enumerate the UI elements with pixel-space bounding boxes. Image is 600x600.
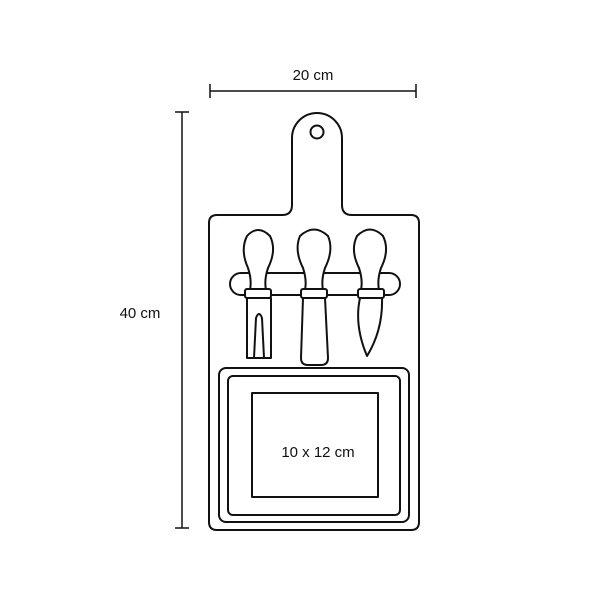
slate-inner-frame xyxy=(227,375,401,516)
board-outline xyxy=(208,112,420,531)
spear-knife xyxy=(353,228,387,357)
spear-knife-collar xyxy=(357,288,385,299)
fork-knife-collar xyxy=(244,288,272,299)
spear-knife-handle xyxy=(353,228,387,291)
width-dimension: 20 cm xyxy=(209,67,417,98)
width-label: 20 cm xyxy=(293,67,334,84)
plane-knife xyxy=(296,228,332,366)
height-dimension: 40 cm xyxy=(120,111,189,529)
slate-size-label: 10 x 12 cm xyxy=(281,444,354,461)
hanging-hole xyxy=(309,124,325,140)
slate-panel xyxy=(251,392,379,498)
height-label: 40 cm xyxy=(120,305,161,322)
fork-knife-prongs xyxy=(253,313,265,359)
slate-outer-frame xyxy=(218,367,410,523)
plane-knife-collar xyxy=(300,288,328,299)
fork-knife xyxy=(242,229,274,359)
spear-knife-blade xyxy=(357,297,384,357)
fork-knife-blade xyxy=(246,297,272,359)
fork-knife-handle xyxy=(242,229,274,291)
plane-knife-handle xyxy=(296,228,332,291)
plane-knife-blade xyxy=(300,297,329,366)
